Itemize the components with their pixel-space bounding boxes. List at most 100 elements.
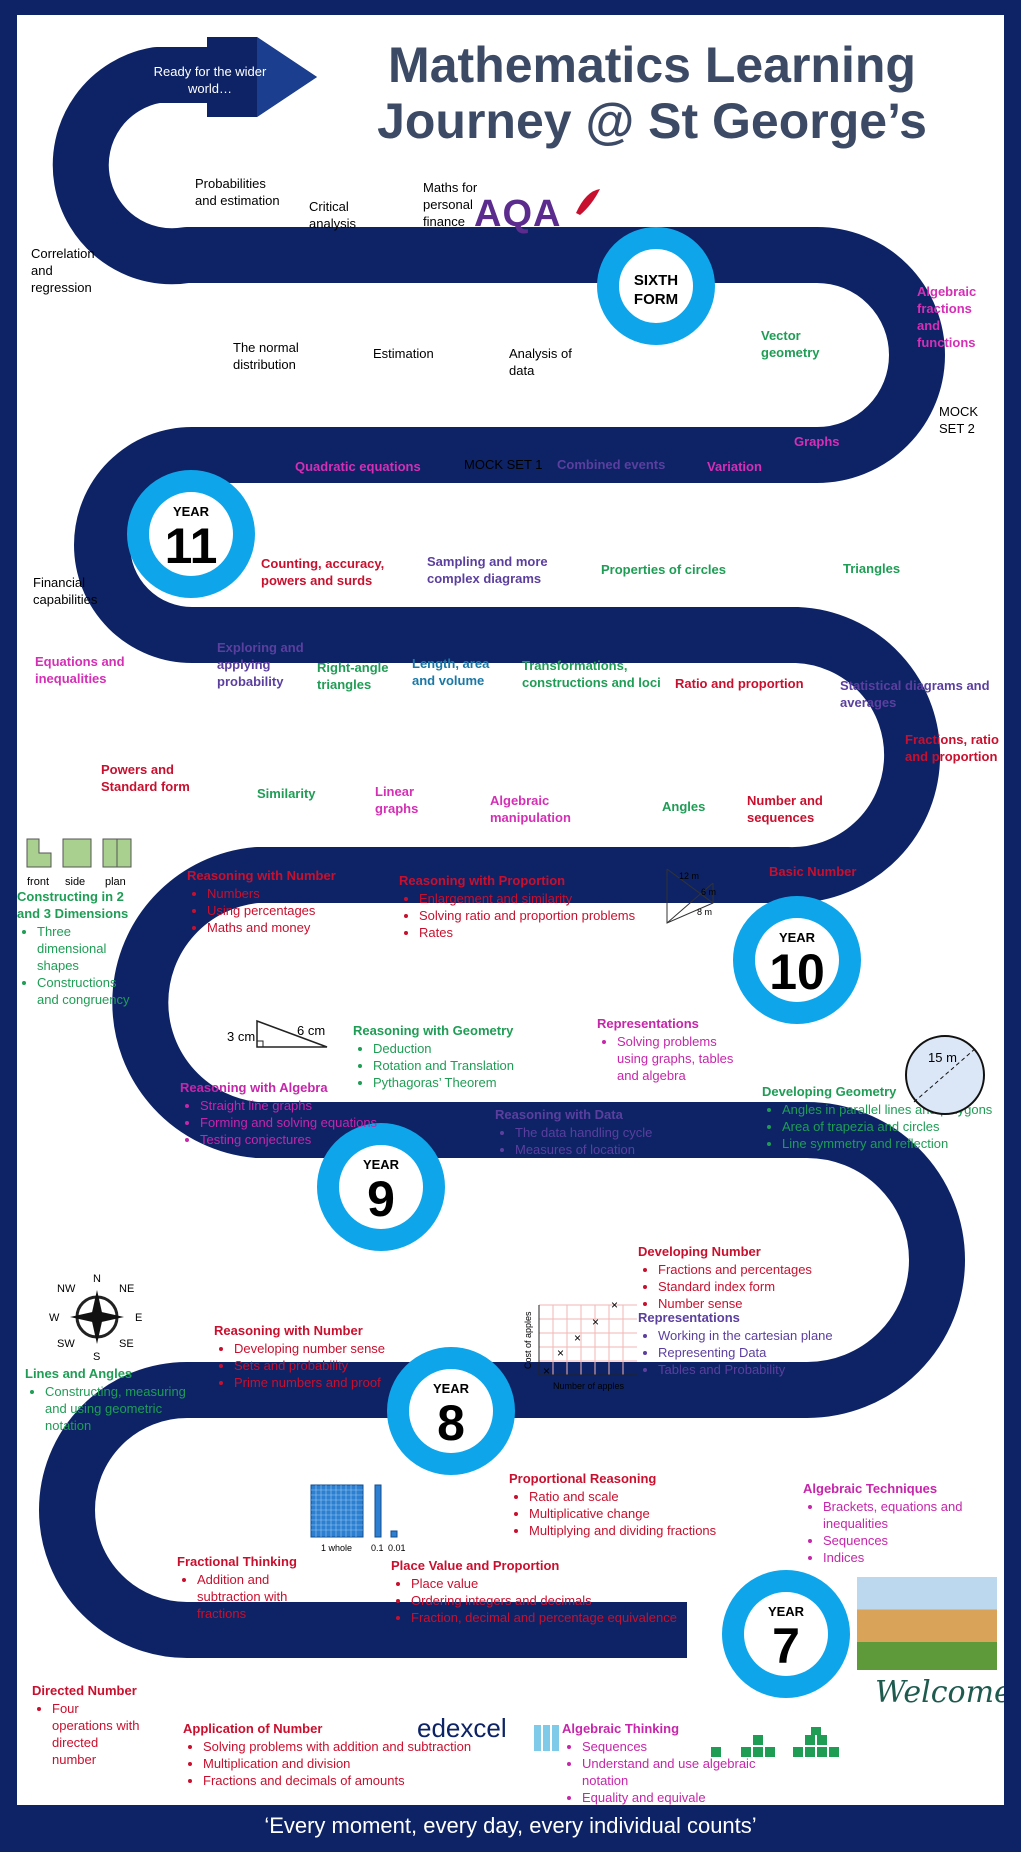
box-developing-number: Developing Number Fractions and percenta… xyxy=(638,1243,838,1312)
svg-text:E: E xyxy=(135,1312,142,1324)
svg-text:×: × xyxy=(592,1315,599,1329)
block-label-whole: 1 whole xyxy=(321,1543,352,1553)
topic-exploring-probability: Exploring and applying probability xyxy=(217,640,304,689)
tri-side-a: 3 cm xyxy=(227,1029,255,1044)
topic-analysis-of-data: Analysis of data xyxy=(509,346,572,378)
page-title: Mathematics Learning Journey @ St George… xyxy=(372,37,932,149)
view-front: front xyxy=(27,876,49,888)
footer-motto: ‘Every moment, every day, every individu… xyxy=(264,1813,757,1838)
box-reasoning-proportion: Reasoning with Proportion Enlargement an… xyxy=(399,872,669,941)
box-representations-8: Representations Working in the cartesian… xyxy=(638,1309,858,1378)
svg-text:×: × xyxy=(543,1364,550,1378)
box-representations-10: Representations Solving problems using g… xyxy=(597,1015,737,1084)
topic-estimation: Estimation xyxy=(373,346,434,361)
topic-vector-geometry: Vector geometry xyxy=(761,328,820,360)
sim-label-b: 6 m xyxy=(701,887,716,897)
banner-text: Ready for the wider world… xyxy=(153,64,267,96)
box-constructing: Constructing in 2 and 3 Dimensions Three… xyxy=(17,888,132,1008)
topic-basic-number: Basic Number xyxy=(769,864,857,879)
similar-triangles-diagram: 12 m 6 m 8 m xyxy=(666,868,716,924)
block-label-hundredth: 0.01 xyxy=(388,1543,406,1553)
title-line-2: Journey @ St George’s xyxy=(377,93,927,149)
topic-statistical-diagrams: Statistical diagrams and averages xyxy=(840,678,990,710)
topic-right-angle: Right-angle triangles xyxy=(317,660,389,692)
topic-counting-accuracy: Counting, accuracy, powers and surds xyxy=(261,556,385,588)
svg-text:×: × xyxy=(611,1299,618,1312)
plan-elevation-diagram: front side plan xyxy=(26,838,132,888)
topic-fractions-ratio: Fractions, ratio and proportion xyxy=(905,732,999,764)
box-reasoning-algebra: Reasoning with Algebra Straight line gra… xyxy=(180,1079,400,1148)
base-ten-blocks-diagram: 1 whole 0.1 0.01 xyxy=(310,1484,406,1553)
topic-mock-set-2: MOCK SET 2 xyxy=(939,404,978,436)
svg-text:S: S xyxy=(93,1351,100,1362)
topic-variation: Variation xyxy=(707,459,762,474)
compass-icon: N NE E SE S SW W NW xyxy=(49,1273,142,1362)
topic-financial: Financial capabilities xyxy=(33,575,98,607)
topic-personal-finance: Maths for personal finance xyxy=(423,180,478,229)
circle-diagram: 15 m xyxy=(905,1035,985,1115)
learning-road xyxy=(39,37,965,1658)
sim-label-c: 8 m xyxy=(697,907,712,917)
topic-critical-analysis: Critical analysis xyxy=(309,199,356,231)
box-reasoning-geometry: Reasoning with Geometry DeductionRotatio… xyxy=(353,1022,553,1091)
topic-triangles: Triangles xyxy=(843,561,901,576)
welcome-sign: Welcome xyxy=(875,1675,1004,1710)
graph-x-label: Number of apples xyxy=(553,1381,625,1391)
title-line-1: Mathematics Learning xyxy=(388,37,916,93)
topic-mock-set-1: MOCK SET 1 xyxy=(464,457,543,472)
topic-length-area-volume: Length, area and volume xyxy=(412,656,490,688)
svg-text:SW: SW xyxy=(57,1338,75,1350)
box-reasoning-number-10: Reasoning with Number NumbersUsing perce… xyxy=(187,867,357,936)
box-reasoning-number-8: Reasoning with Number Developing number … xyxy=(214,1322,434,1391)
topic-linear-graphs: Linear graphs xyxy=(375,784,419,816)
topic-sampling: Sampling and more complex diagrams xyxy=(427,554,548,586)
gcse-label: GCSE xyxy=(862,918,914,938)
topic-probabilities: Probabilities and estimation xyxy=(195,176,280,208)
box-application-number: Application of Number Solving problems w… xyxy=(183,1720,483,1789)
circle-label: 15 m xyxy=(928,1050,957,1065)
topic-angles: Angles xyxy=(662,799,706,814)
topic-algebraic-manipulation: Algebraic manipulation xyxy=(490,793,571,825)
box-algebraic-techniques: Algebraic Techniques Brackets, equations… xyxy=(803,1480,978,1566)
block-label-tenth: 0.1 xyxy=(371,1543,384,1553)
sim-label-a: 12 m xyxy=(679,871,699,881)
box-lines-angles: Lines and Angles Constructing, measuring… xyxy=(25,1365,205,1434)
edexcel-grid-icon xyxy=(534,1725,560,1751)
poster: Mathematics Learning Journey @ St George… xyxy=(17,15,1004,1805)
topic-ratio-proportion: Ratio and proportion xyxy=(675,676,804,691)
svg-text:×: × xyxy=(574,1331,581,1345)
topic-correlation: Correlation and regression xyxy=(31,246,95,295)
aqa-swoosh-icon xyxy=(576,189,600,215)
banner-arrow-fade xyxy=(257,37,317,117)
box-fractional-thinking: Fractional Thinking Addition and subtrac… xyxy=(177,1553,302,1622)
svg-text:W: W xyxy=(49,1312,60,1324)
apples-graph-diagram: × × × × × Number of apples Cost of apple… xyxy=(523,1299,637,1391)
box-proportional-reasoning: Proportional Reasoning Ratio and scaleMu… xyxy=(509,1470,739,1539)
school-photo xyxy=(857,1577,997,1670)
topic-similarity: Similarity xyxy=(257,786,316,801)
svg-text:NW: NW xyxy=(57,1283,76,1295)
blocks-icon xyxy=(711,1727,839,1757)
box-directed-number: Directed Number Four operations with dir… xyxy=(32,1682,142,1768)
box-developing-geometry: Developing Geometry Angles in parallel l… xyxy=(762,1083,1002,1152)
aqa-logo: AQA xyxy=(474,193,562,235)
topic-properties-circles: Properties of circles xyxy=(601,562,726,577)
view-side: side xyxy=(65,876,85,888)
view-plan: plan xyxy=(105,876,126,888)
topic-combined-events: Combined events xyxy=(557,457,666,472)
core-maths-label: CORE MATHS xyxy=(435,280,554,300)
topic-powers-standard: Powers and Standard form xyxy=(101,762,190,794)
year-7-ring: YEAR 7 xyxy=(722,1570,850,1698)
box-reasoning-data: Reasoning with Data The data handling cy… xyxy=(495,1106,685,1158)
svg-text:N: N xyxy=(93,1273,101,1285)
topic-graphs: Graphs xyxy=(794,434,840,449)
road-path xyxy=(39,47,965,1658)
year-10-ring: YEAR 10 xyxy=(733,896,861,1024)
year-11-ring: YEAR 11 xyxy=(127,470,255,598)
ks3-label: KS3 xyxy=(672,1655,707,1675)
topic-transformations: Transformations, constructions and loci xyxy=(522,658,661,690)
topic-number-sequences: Number and sequences xyxy=(747,793,823,825)
edexcel-logo: edexcel xyxy=(417,1713,507,1743)
svg-text:×: × xyxy=(557,1346,564,1360)
topic-equations-inequalities: Equations and inequalities xyxy=(35,654,125,686)
